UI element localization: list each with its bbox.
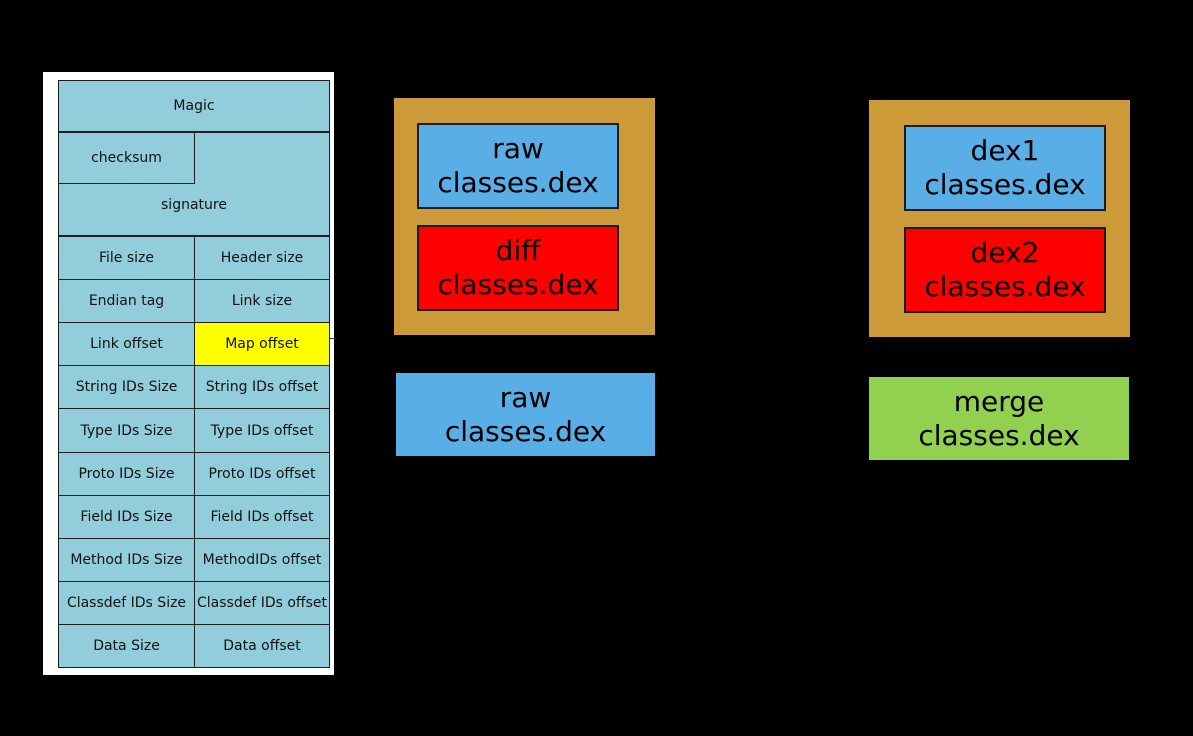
signature-cell: signature bbox=[58, 132, 330, 236]
classdef-ids-size-cell: Classdef IDs Size bbox=[58, 581, 195, 625]
proto-ids-offset-cell: Proto IDs offset bbox=[194, 452, 330, 496]
endian-tag-cell: Endian tag bbox=[58, 279, 195, 323]
link-size-label: Link size bbox=[231, 293, 293, 309]
classdef-ids-offset-cell: Classdef IDs offset bbox=[194, 581, 330, 625]
link-offset-label: Link offset bbox=[90, 336, 163, 352]
proto-ids-offset-label: Proto IDs offset bbox=[208, 466, 316, 482]
diff-dex-line2: classes.dex bbox=[437, 268, 599, 301]
magic-label: Magic bbox=[173, 98, 215, 114]
dex2-box: dex2 classes.dex bbox=[904, 227, 1106, 313]
classdef-ids-size-label: Classdef IDs Size bbox=[66, 595, 187, 611]
raw-dex-line1: raw bbox=[492, 132, 544, 165]
dex2-line1: dex2 bbox=[970, 236, 1040, 269]
header-size-label: Header size bbox=[220, 250, 304, 266]
data-size-label: Data Size bbox=[93, 638, 160, 654]
string-ids-size-label: String IDs Size bbox=[75, 379, 178, 395]
diff-dex-line1: diff bbox=[495, 234, 541, 267]
map-offset-pointer bbox=[330, 338, 336, 339]
merge-result-line2: classes.dex bbox=[918, 418, 1080, 452]
field-ids-offset-cell: Field IDs offset bbox=[194, 495, 330, 539]
map-offset-label: Map offset bbox=[225, 336, 299, 352]
link-offset-cell: Link offset bbox=[58, 322, 195, 366]
field-ids-size-label: Field IDs Size bbox=[80, 509, 173, 525]
classdef-ids-offset-label: Classdef IDs offset bbox=[197, 595, 327, 611]
method-ids-offset-cell: MethodIDs offset bbox=[194, 538, 330, 582]
merge-result-box: merge classes.dex bbox=[869, 377, 1129, 460]
dex1-line2: classes.dex bbox=[924, 168, 1086, 201]
string-ids-offset-label: String IDs offset bbox=[205, 379, 319, 395]
checksum-label: checksum bbox=[91, 150, 162, 166]
raw-dex-box: raw classes.dex bbox=[417, 123, 619, 209]
magic-cell: Magic bbox=[58, 80, 330, 132]
string-ids-size-cell: String IDs Size bbox=[58, 365, 195, 409]
file-size-cell: File size bbox=[58, 236, 195, 280]
field-ids-offset-label: Field IDs offset bbox=[210, 509, 314, 525]
endian-tag-label: Endian tag bbox=[88, 293, 165, 309]
type-ids-size-label: Type IDs Size bbox=[80, 422, 173, 439]
map-offset-cell: Map offset bbox=[194, 322, 330, 366]
signature-label: signature bbox=[161, 197, 227, 213]
type-ids-offset-cell: Type IDs offset bbox=[194, 408, 330, 453]
diff-dex-box: diff classes.dex bbox=[417, 225, 619, 311]
data-offset-cell: Data offset bbox=[194, 624, 330, 668]
proto-ids-size-cell: Proto IDs Size bbox=[58, 452, 195, 496]
dex1-box: dex1 classes.dex bbox=[904, 125, 1106, 211]
data-size-cell: Data Size bbox=[58, 624, 195, 668]
string-ids-offset-cell: String IDs offset bbox=[194, 365, 330, 409]
raw-result-box: raw classes.dex bbox=[396, 373, 655, 456]
file-size-label: File size bbox=[98, 250, 155, 266]
method-ids-size-cell: Method IDs Size bbox=[58, 538, 195, 582]
type-ids-offset-label: Type IDs offset bbox=[210, 422, 314, 439]
dex1-line1: dex1 bbox=[970, 134, 1040, 167]
raw-result-line2: classes.dex bbox=[444, 414, 607, 448]
merge-result-line1: merge bbox=[953, 384, 1045, 418]
method-ids-size-label: Method IDs Size bbox=[70, 552, 183, 568]
link-size-cell: Link size bbox=[194, 279, 330, 323]
raw-dex-line2: classes.dex bbox=[437, 166, 599, 199]
type-ids-size-cell: Type IDs Size bbox=[58, 408, 195, 453]
data-offset-label: Data offset bbox=[223, 638, 301, 654]
signature-right-border bbox=[194, 132, 330, 184]
field-ids-size-cell: Field IDs Size bbox=[58, 495, 195, 539]
method-ids-offset-label: MethodIDs offset bbox=[202, 552, 322, 568]
raw-result-line1: raw bbox=[499, 380, 552, 414]
dex2-line2: classes.dex bbox=[924, 270, 1086, 303]
proto-ids-size-label: Proto IDs Size bbox=[78, 466, 175, 482]
header-size-cell: Header size bbox=[194, 236, 330, 280]
